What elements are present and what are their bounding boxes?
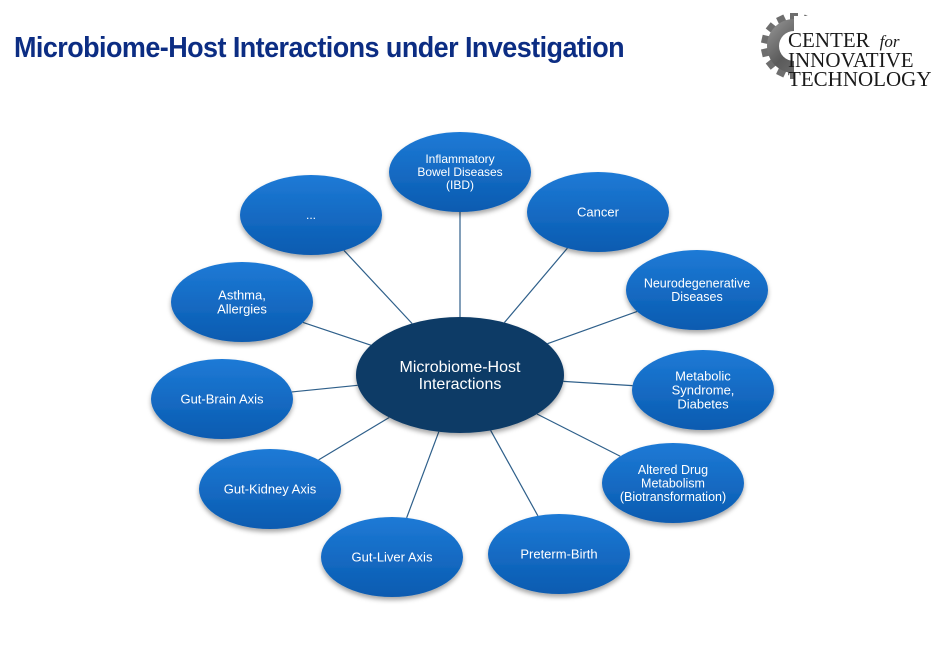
- connector-liver: [406, 431, 440, 519]
- node-ellipse-asthma: [171, 262, 313, 342]
- node-neuro-label: Neurodegenerative: [644, 277, 750, 291]
- gear-icon: [760, 13, 830, 86]
- connector-cancer: [503, 247, 568, 323]
- node-kidney: Gut-Kidney Axis: [199, 449, 341, 529]
- node-drug: Altered DrugMetabolism(Biotransformation…: [602, 443, 744, 523]
- node-ellipse-brain: [151, 359, 293, 439]
- node-neuro-label: Diseases: [671, 290, 722, 304]
- logo-word-center: CENTER: [788, 28, 870, 52]
- node-ellipse-kidney: [199, 449, 341, 529]
- node-preterm-label: Preterm-Birth: [520, 547, 597, 562]
- center-for-innovative-technology-logo: CENTER for INNOVATIVE TECHNOLOGY: [760, 8, 935, 91]
- node-more-label: ...: [306, 208, 316, 222]
- connector-drug: [536, 413, 621, 457]
- node-ellipse-cancer: [527, 172, 669, 252]
- node-ellipse-neuro: [626, 250, 768, 330]
- node-asthma: Asthma,Allergies: [171, 262, 313, 342]
- node-cancer-label: Cancer: [577, 205, 620, 220]
- node-ellipse-metabolic: [632, 350, 774, 430]
- connector-more: [343, 250, 413, 324]
- node-asthma-label: Asthma,: [218, 288, 266, 303]
- node-metabolic-label: Diabetes: [677, 397, 729, 412]
- connector-preterm: [490, 430, 539, 517]
- node-liver: Gut-Liver Axis: [321, 517, 463, 597]
- node-liver-label: Gut-Liver Axis: [352, 550, 433, 565]
- connector-lines: [291, 212, 638, 519]
- connector-asthma: [302, 321, 372, 346]
- connector-neuro: [547, 310, 638, 345]
- logo-word-for: for: [879, 32, 900, 51]
- node-asthma-label: Allergies: [217, 302, 267, 317]
- node-metabolic-label: Syndrome,: [672, 383, 735, 398]
- node-ellipse-preterm: [488, 514, 630, 594]
- logo-line-technology: TECHNOLOGY: [788, 67, 932, 91]
- slide-title: Microbiome-Host Interactions under Inves…: [14, 32, 625, 64]
- node-drug-label: Metabolism: [641, 476, 705, 490]
- connector-kidney: [318, 416, 390, 461]
- node-ellipse-more: [240, 175, 382, 255]
- logo-line-innovative: INNOVATIVE: [788, 48, 914, 72]
- hub-label: Microbiome-Host: [400, 359, 521, 376]
- node-ibd-label: (IBD): [446, 178, 474, 192]
- node-ibd-label: Inflammatory: [425, 152, 494, 166]
- hub-label: Interactions: [419, 376, 502, 393]
- node-metabolic-label: Metabolic: [675, 369, 731, 384]
- node-cancer: Cancer: [527, 172, 669, 252]
- node-drug-label: (Biotransformation): [620, 490, 726, 504]
- node-kidney-label: Gut-Kidney Axis: [224, 482, 317, 497]
- node-more: ...: [240, 175, 382, 255]
- connector-metabolic: [563, 380, 633, 387]
- node-brain: Gut-Brain Axis: [151, 359, 293, 439]
- node-brain-label: Gut-Brain Axis: [180, 392, 264, 407]
- node-ibd-label: Bowel Diseases: [417, 165, 502, 179]
- node-ellipse-liver: [321, 517, 463, 597]
- hub-ellipse: [356, 317, 564, 433]
- node-preterm: Preterm-Birth: [488, 514, 630, 594]
- node-drug-label: Altered Drug: [638, 463, 708, 477]
- logo-line-center: CENTER for: [788, 28, 900, 53]
- node-ellipse-drug: [602, 443, 744, 523]
- node-ellipse-ibd: [389, 132, 531, 212]
- connector-brain: [291, 384, 358, 393]
